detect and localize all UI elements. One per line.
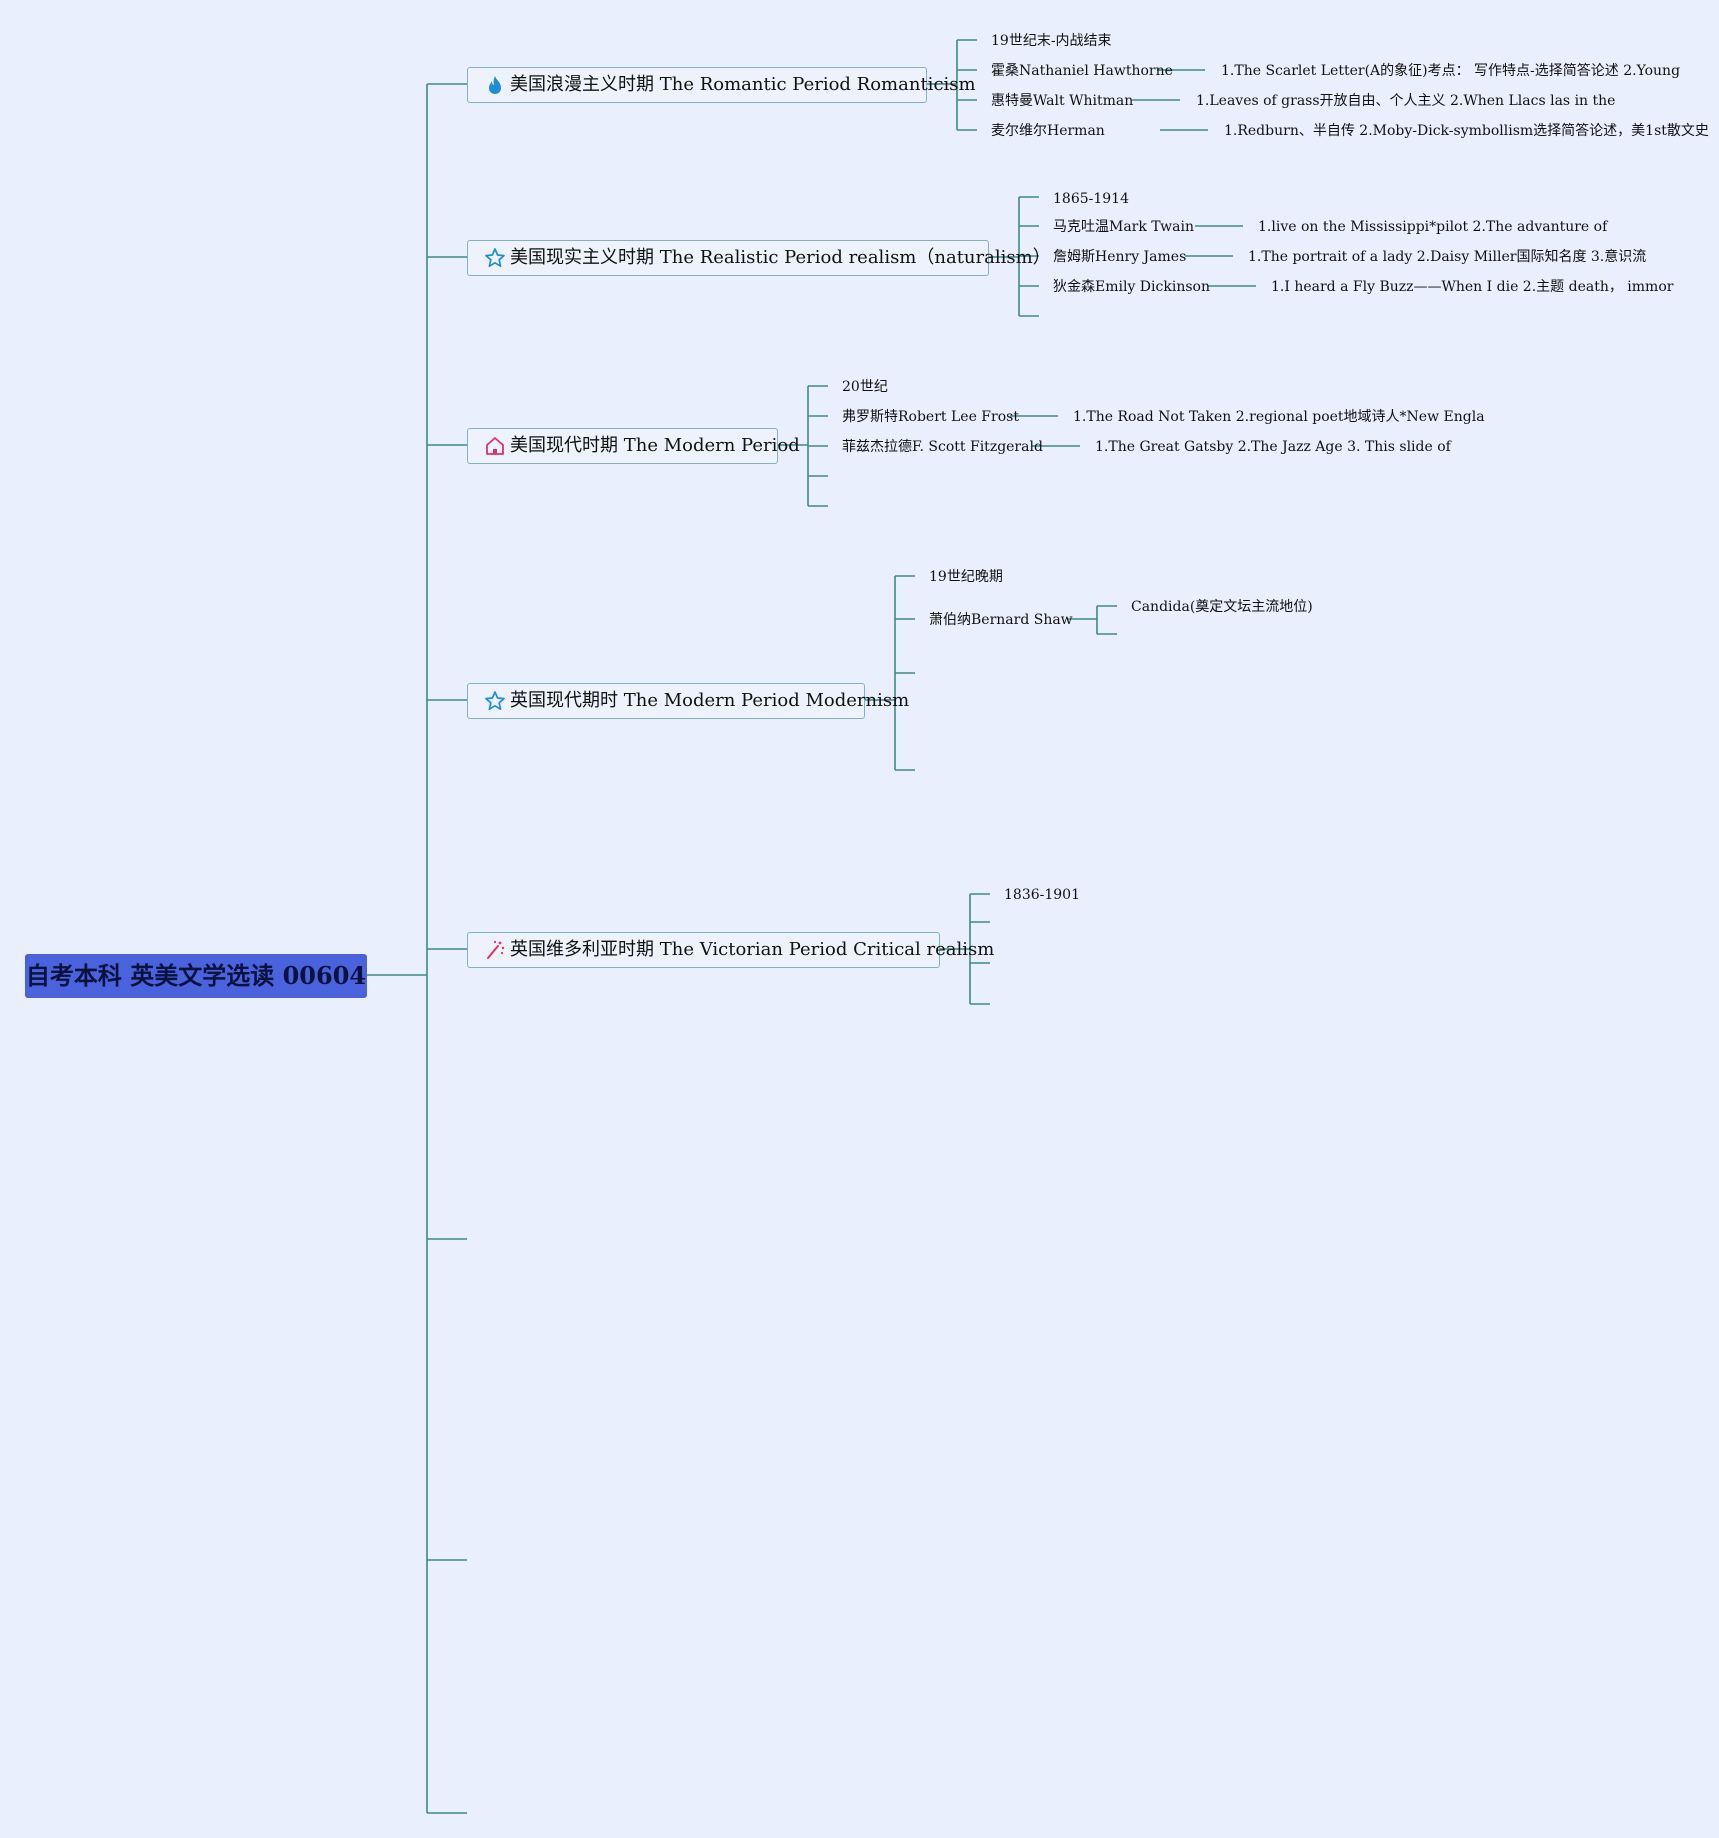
leaf-item[interactable]: 20世纪: [842, 379, 888, 395]
star-icon: [485, 691, 505, 711]
flame-icon: [489, 76, 501, 94]
leaf-item[interactable]: 惠特曼Walt Whitman: [991, 93, 1134, 109]
leaf-item[interactable]: 马克吐温Mark Twain: [1053, 219, 1194, 235]
leaf-detail[interactable]: 1.Redburn、半自传 2.Moby-Dick-symbollism选择简答…: [1224, 123, 1709, 139]
sparkle-icon: [487, 940, 505, 959]
leaf-item[interactable]: 弗罗斯特Robert Lee Frost: [842, 409, 1019, 425]
branch-victorian-period[interactable]: 英国维多利亚时期 The Victorian Period Critical r…: [467, 932, 994, 968]
leaf-item[interactable]: 狄金森Emily Dickinson: [1053, 279, 1210, 295]
leaf-item[interactable]: 1836-1901: [1004, 887, 1080, 903]
leaf-detail[interactable]: 1.The Scarlet Letter(A的象征)考点： 写作特点-选择简答论…: [1221, 63, 1681, 79]
leaf-detail[interactable]: 1.The portrait of a lady 2.Daisy Miller国…: [1248, 249, 1647, 265]
branch-american-modern-period[interactable]: 美国现代时期 The Modern Period: [467, 428, 800, 464]
leaf-detail[interactable]: 1.The Road Not Taken 2.regional poet地域诗人…: [1073, 409, 1485, 425]
house-icon: [486, 437, 504, 455]
branch-label: 美国浪漫主义时期 The Romantic Period Romanticism: [510, 74, 976, 95]
branch-label: 英国维多利亚时期 The Victorian Period Critical r…: [510, 939, 995, 960]
leaf-detail[interactable]: 1.The Great Gatsby 2.The Jazz Age 3. Thi…: [1095, 439, 1451, 455]
branch-label: 英国现代期时 The Modern Period Modernism: [510, 690, 910, 711]
leaf-item[interactable]: 麦尔维尔Herman: [991, 123, 1105, 139]
leaf-item[interactable]: 霍桑Nathaniel Hawthorne: [991, 63, 1173, 79]
branch-label: 美国现实主义时期 The Realistic Period realism（na…: [510, 247, 1051, 268]
leaf-detail[interactable]: 1.Leaves of grass开放自由、个人主义 2.When Llacs …: [1196, 93, 1616, 109]
leaf-detail[interactable]: 1.live on the Mississippi*pilot 2.The ad…: [1258, 219, 1608, 235]
branch-label: 美国现代时期 The Modern Period: [510, 435, 800, 456]
leaf-item[interactable]: 19世纪末-内战结束: [991, 33, 1112, 49]
leaf-detail[interactable]: Candida(奠定文坛主流地位): [1131, 599, 1313, 615]
leaf-item[interactable]: 19世纪晚期: [929, 569, 1003, 585]
leaf-detail[interactable]: 1.I heard a Fly Buzz——When I die 2.主题 de…: [1271, 279, 1674, 295]
leaf-item[interactable]: 菲兹杰拉德F. Scott Fitzgerald: [842, 439, 1043, 455]
leaf-item[interactable]: 詹姆斯Henry James: [1053, 249, 1187, 265]
star-icon: [485, 248, 505, 268]
branch-realistic-period[interactable]: 美国现实主义时期 The Realistic Period realism（na…: [467, 240, 1051, 276]
branch-romantic-period[interactable]: 美国浪漫主义时期 The Romantic Period Romanticism: [467, 67, 976, 103]
branch-british-modern-period[interactable]: 英国现代期时 The Modern Period Modernism: [467, 683, 909, 719]
root-topic[interactable]: 自考本科 英美文学选读 00604: [25, 954, 367, 998]
leaf-item[interactable]: 1865-1914: [1053, 191, 1129, 207]
leaf-item[interactable]: 萧伯纳Bernard Shaw: [929, 612, 1073, 628]
